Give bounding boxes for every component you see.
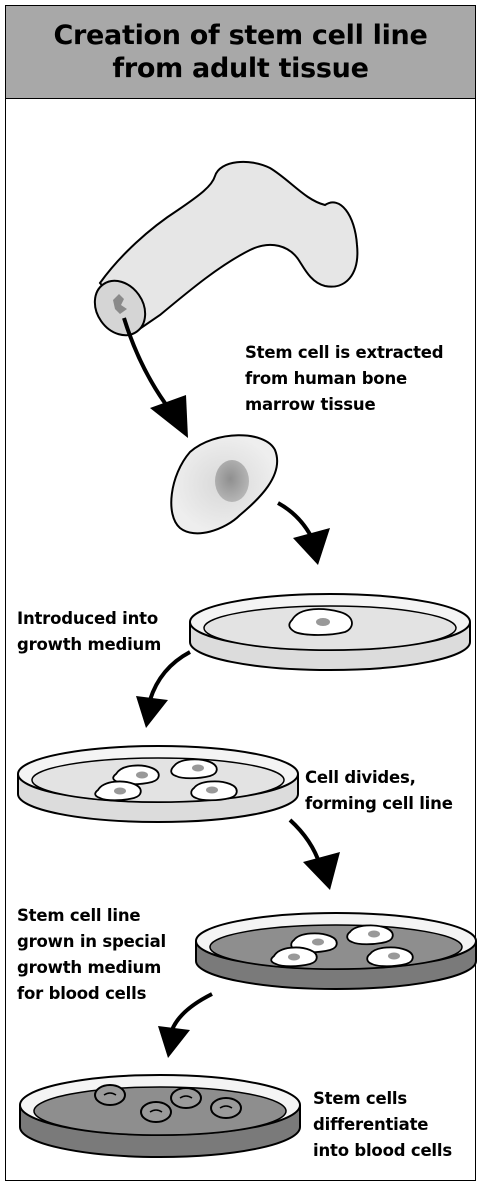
label-line: marrow tissue	[245, 392, 443, 418]
label-cell-divides: Cell divides, forming cell line	[305, 765, 453, 817]
cell-nucleus	[114, 788, 126, 795]
blood-cell	[211, 1098, 241, 1118]
label-line: Stem cells	[313, 1086, 452, 1112]
petri-dish-1	[190, 594, 470, 670]
arrow-introduce	[278, 503, 330, 565]
bone-illustration	[85, 162, 358, 345]
label-special-medium: Stem cell line grown in special growth m…	[17, 903, 166, 1007]
blood-cell	[95, 1085, 125, 1105]
arrow-grow	[290, 820, 340, 890]
arrow-divide	[136, 652, 190, 728]
blood-cell	[171, 1088, 201, 1108]
label-line: Stem cell is extracted	[245, 340, 443, 366]
label-line: Introduced into	[17, 606, 161, 632]
label-line: differentiate	[313, 1112, 452, 1138]
cell-nucleus	[316, 618, 330, 626]
cell-nucleus	[206, 787, 218, 794]
petri-dish-3	[196, 913, 476, 989]
label-line: growth medium	[17, 632, 161, 658]
label-line: from human bone	[245, 366, 443, 392]
label-line: forming cell line	[305, 791, 453, 817]
label-differentiate: Stem cells differentiate into blood cell…	[313, 1086, 452, 1164]
petri-dish-4	[20, 1075, 300, 1157]
label-line: grown in special	[17, 929, 166, 955]
blood-cell	[141, 1102, 171, 1122]
arrow-extract	[124, 318, 188, 438]
cell-nucleus	[288, 954, 300, 961]
cell-nucleus	[192, 765, 204, 772]
label-line: growth medium	[17, 955, 166, 981]
arrow-differentiate	[158, 994, 212, 1058]
label-line: into blood cells	[313, 1138, 452, 1164]
stem-cell	[171, 435, 277, 533]
label-introduced: Introduced into growth medium	[17, 606, 161, 658]
cell-nucleus	[136, 772, 148, 779]
cell-nucleus	[368, 931, 380, 938]
cell-nucleus	[388, 953, 400, 960]
cell-nucleus	[312, 939, 324, 946]
petri-dish-2	[18, 746, 298, 822]
label-line: for blood cells	[17, 981, 166, 1007]
nucleus	[215, 460, 249, 502]
label-line: Stem cell line	[17, 903, 166, 929]
label-line: Cell divides,	[305, 765, 453, 791]
label-extracted: Stem cell is extracted from human bone m…	[245, 340, 443, 418]
